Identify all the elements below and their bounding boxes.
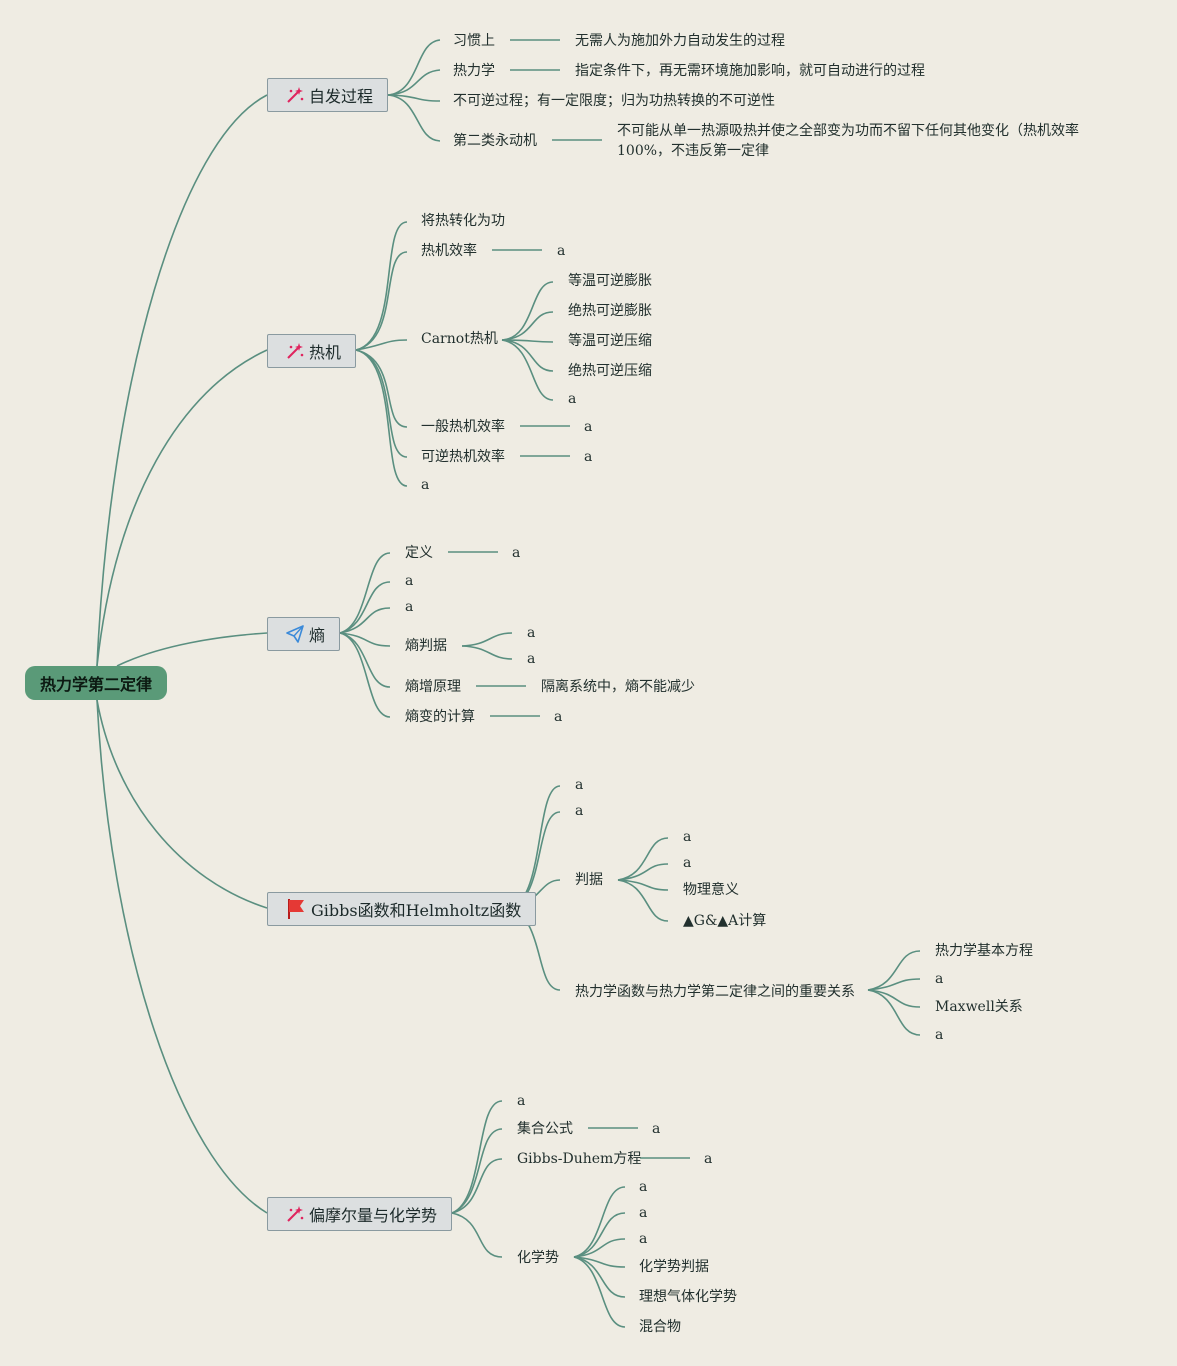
node-criterion-child[interactable]: a (527, 651, 536, 667)
node-entropy-increase-value[interactable]: 隔离系统中，熵不能减少 (541, 679, 695, 695)
root-topic[interactable]: 热力学第二定律 (25, 666, 167, 700)
node-efficiency[interactable]: 热机效率 (421, 243, 477, 259)
node-reversible-efficiency-value[interactable]: a (584, 449, 593, 465)
node-entropy-calc[interactable]: 熵变的计算 (405, 709, 475, 725)
node-carnot-step[interactable]: 绝热可逆膨胀 (568, 303, 652, 319)
node-relation-child[interactable]: a (935, 1027, 944, 1043)
node-chem-child[interactable]: a (639, 1231, 648, 1247)
node-item[interactable]: a (575, 803, 584, 819)
node-habit-definition[interactable]: 无需人为施加外力自动发生的过程 (575, 33, 785, 49)
node-efficiency-value[interactable]: a (557, 243, 566, 259)
node-criterion-child[interactable]: a (683, 855, 692, 871)
branch-spontaneous-process[interactable]: 自发过程 (267, 78, 389, 112)
node-extra[interactable]: a (421, 477, 430, 493)
branch-partial-molar[interactable]: 偏摩尔量与化学势 (267, 1197, 453, 1231)
node-criterion-child[interactable]: ▲G&▲A计算 (683, 913, 767, 929)
node-chemical-potential[interactable]: 化学势 (517, 1250, 559, 1266)
node-important-relation[interactable]: 热力学函数与热力学第二定律之间的重要关系 (575, 984, 855, 1000)
node-reversible-efficiency[interactable]: 可逆热机效率 (421, 449, 505, 465)
branch-title: 自发过程 (309, 87, 374, 106)
node-carnot-step[interactable]: a (568, 391, 577, 407)
node-chem-child[interactable]: 混合物 (639, 1319, 681, 1335)
branch-title: 熵 (309, 626, 326, 645)
node-chem-child[interactable]: a (639, 1179, 648, 1195)
node-pmm2-definition-line2[interactable]: 100%，不违反第一定律 (617, 143, 770, 159)
branch-entropy[interactable]: 熵 (267, 617, 341, 651)
node-criterion-child[interactable]: 物理意义 (683, 882, 739, 898)
node-thermo-definition[interactable]: 指定条件下，再无需环境施加影响，就可自动进行的过程 (575, 63, 925, 79)
magic-wand-icon (286, 342, 304, 360)
node-set-formula[interactable]: 集合公式 (517, 1121, 573, 1137)
node-chem-child[interactable]: 化学势判据 (639, 1259, 709, 1275)
node-heat-to-work[interactable]: 将热转化为功 (421, 213, 505, 229)
node-thermo[interactable]: 热力学 (453, 63, 495, 79)
node-gibbs-duhem[interactable]: Gibbs-Duhem方程 (517, 1151, 642, 1167)
node-item[interactable]: a (405, 573, 414, 589)
node-general-efficiency[interactable]: 一般热机效率 (421, 419, 505, 435)
node-carnot[interactable]: Carnot热机 (421, 331, 498, 347)
node-relation-child[interactable]: Maxwell关系 (935, 999, 1023, 1015)
node-habit[interactable]: 习惯上 (453, 33, 495, 49)
node-carnot-step[interactable]: 绝热可逆压缩 (568, 363, 652, 379)
magic-wand-icon (286, 1205, 304, 1223)
node-entropy-criterion[interactable]: 熵判据 (405, 638, 447, 654)
node-carnot-step[interactable]: 等温可逆压缩 (568, 333, 652, 349)
node-irreversible[interactable]: 不可逆过程；有一定限度；归为功热转换的不可逆性 (453, 93, 775, 109)
node-gibbs-criterion[interactable]: 判据 (575, 872, 603, 888)
node-general-efficiency-value[interactable]: a (584, 419, 593, 435)
branch-title: Gibbs函数和Helmholtz函数 (311, 901, 522, 920)
paper-plane-icon (286, 625, 304, 643)
branch-title: 偏摩尔量与化学势 (309, 1206, 438, 1225)
node-set-formula-value[interactable]: a (652, 1121, 661, 1137)
node-criterion-child[interactable]: a (683, 829, 692, 845)
node-chem-child[interactable]: a (639, 1205, 648, 1221)
node-gibbs-duhem-value[interactable]: a (704, 1151, 713, 1167)
node-carnot-step[interactable]: 等温可逆膨胀 (568, 273, 652, 289)
node-relation-child[interactable]: a (935, 971, 944, 987)
node-pmm2-definition-line1[interactable]: 不可能从单一热源吸热并使之全部变为功而不留下任何其他变化（热机效率 (617, 123, 1079, 139)
node-item[interactable]: a (405, 599, 414, 615)
node-entropy-calc-value[interactable]: a (554, 709, 563, 725)
branch-gibbs-helmholtz[interactable]: Gibbs函数和Helmholtz函数 (267, 892, 537, 926)
branch-title: 热机 (309, 343, 342, 362)
red-flag-icon (286, 898, 306, 920)
magic-wand-icon (286, 86, 304, 104)
node-definition-value[interactable]: a (512, 545, 521, 561)
node-criterion-child[interactable]: a (527, 625, 536, 641)
node-chem-child[interactable]: 理想气体化学势 (639, 1289, 737, 1305)
node-item[interactable]: a (517, 1093, 526, 1109)
node-item[interactable]: a (575, 777, 584, 793)
branch-heat-engine[interactable]: 热机 (267, 334, 357, 368)
node-pmm2[interactable]: 第二类永动机 (453, 133, 537, 149)
node-definition[interactable]: 定义 (405, 545, 433, 561)
node-relation-child[interactable]: 热力学基本方程 (935, 943, 1033, 959)
node-entropy-increase[interactable]: 熵增原理 (405, 679, 461, 695)
